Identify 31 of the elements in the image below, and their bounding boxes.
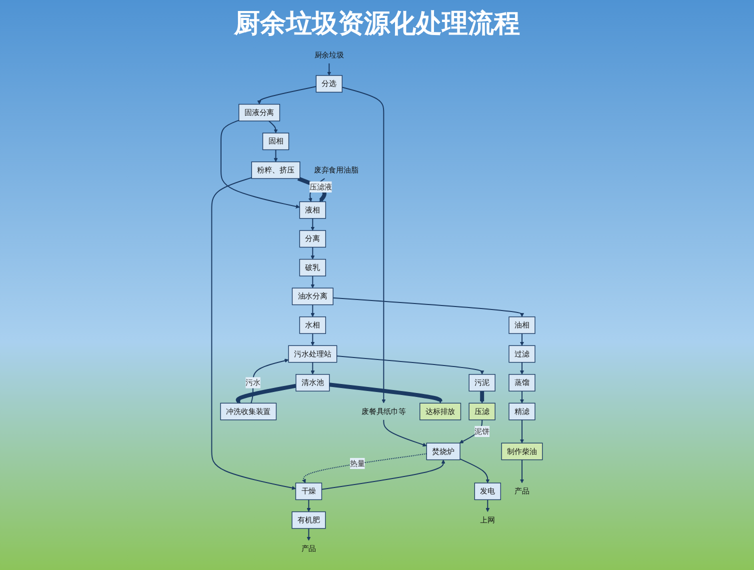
arrow — [332, 297, 524, 318]
arrow — [306, 528, 311, 541]
arrow — [520, 333, 524, 346]
arrow — [257, 86, 317, 104]
arrow — [310, 304, 315, 318]
arrow — [236, 384, 296, 404]
arrow — [306, 499, 311, 512]
arrow — [211, 177, 296, 490]
arrow — [327, 62, 332, 76]
arrow — [486, 499, 490, 512]
arrow — [250, 358, 289, 404]
arrow — [310, 246, 315, 260]
arrow — [520, 362, 524, 375]
arrow — [336, 356, 484, 375]
arrow — [520, 390, 524, 404]
arrow — [310, 362, 315, 375]
arrow — [520, 459, 524, 484]
arrow — [274, 149, 278, 162]
arrow — [310, 276, 315, 288]
arrow — [480, 390, 484, 404]
arrow — [329, 382, 442, 404]
arrow — [302, 453, 428, 484]
arrow — [321, 460, 446, 490]
arrow — [520, 419, 524, 444]
diagram-title: 厨余垃圾资源化处理流程 — [232, 8, 521, 41]
arrow — [268, 120, 278, 134]
arrow — [459, 458, 490, 484]
arrow — [310, 333, 315, 346]
arrow — [310, 218, 315, 231]
arrow — [342, 86, 386, 404]
arrow — [383, 419, 427, 447]
